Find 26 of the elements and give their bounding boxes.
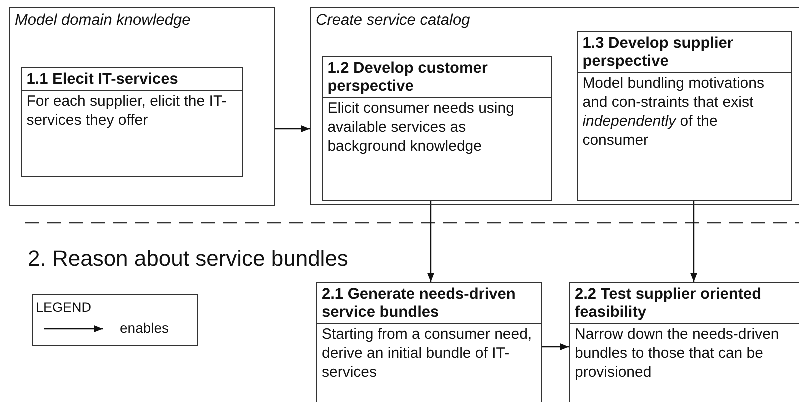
task-title: 1.1 Elecit IT-services: [22, 68, 242, 91]
task-title: 1.2 Develop customer perspective: [322, 56, 551, 98]
arrow: [690, 201, 698, 282]
legend-title: LEGEND: [36, 300, 92, 315]
task-description: For each supplier, elicit the IT-services they offer: [26, 92, 228, 131]
arrow: [427, 201, 435, 282]
task-description: Narrow down the needs-driven bundles to those that can be provisioned: [574, 325, 780, 383]
group-frame: [9, 7, 275, 206]
group-frame: [310, 7, 799, 205]
task-box: [20, 66, 243, 177]
task-description: Starting from a consumer need, derive an initial bundle of IT-services: [321, 325, 534, 383]
task-box: [316, 282, 542, 402]
frame-title: Create service catalog: [316, 12, 470, 30]
task-box: [576, 30, 792, 201]
task-title: 2.2 Test supplier oriented feasibility: [570, 283, 799, 324]
task-box: [322, 56, 552, 201]
task-description: Model bundling motivations and con-straints that exist independently of the consumer: [582, 74, 766, 151]
task-title: 1.3 Develop supplier perspective: [578, 32, 791, 73]
section-heading: 2. Reason about service bundles: [28, 246, 348, 272]
task-description: Elicit consumer needs using available services as background knowledge: [326, 98, 516, 157]
task-box: [569, 282, 799, 402]
legend-text: enables: [120, 320, 170, 336]
arrow: [542, 343, 569, 351]
arrow: [275, 125, 310, 133]
frame-title: Model domain knowledge: [15, 12, 191, 30]
task-title: 2.1 Generate needs-driven service bundles: [317, 283, 541, 324]
